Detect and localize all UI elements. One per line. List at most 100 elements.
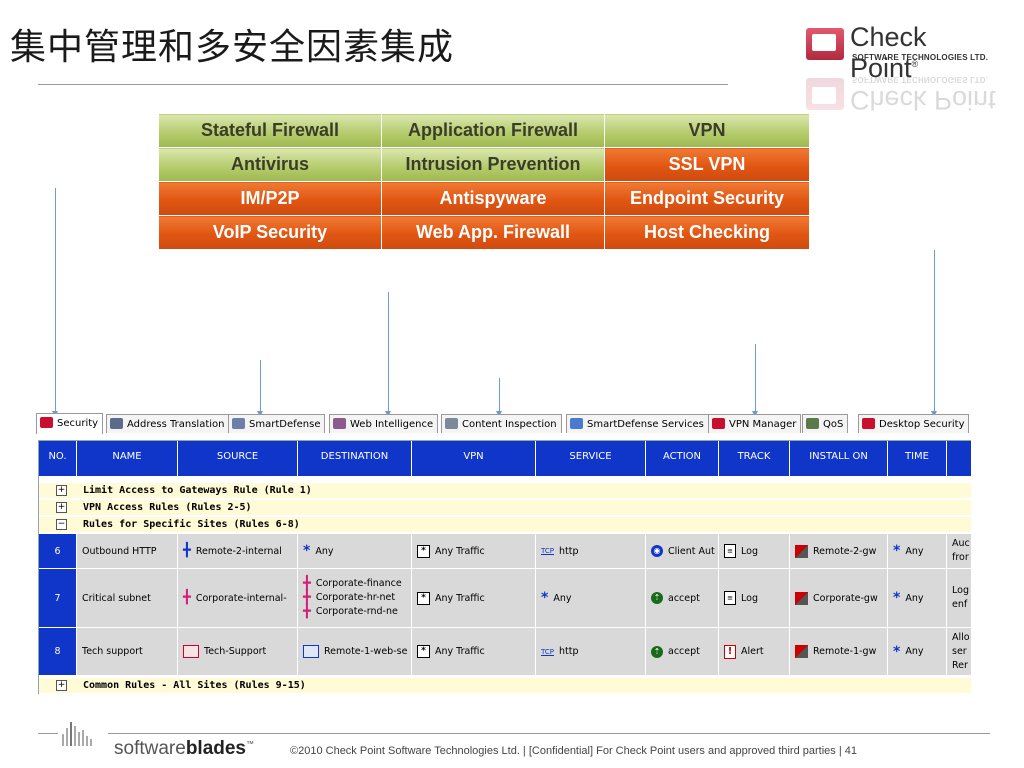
- rule-action[interactable]: ⇡accept: [646, 628, 719, 676]
- column-header[interactable]: TIME: [888, 441, 947, 476]
- rule-track[interactable]: !Alert: [719, 628, 790, 676]
- rule-destination[interactable]: ╋Corporate-finance ╋Corporate-hr-net ╋Co…: [298, 569, 412, 628]
- tab-vpn-manager[interactable]: VPN Manager: [708, 414, 802, 433]
- rule-row-8[interactable]: 8 Tech support Tech-Support Remote-1-web…: [39, 628, 971, 676]
- rule-time[interactable]: *Any: [888, 534, 947, 569]
- rule-time[interactable]: *Any: [888, 628, 947, 676]
- column-header[interactable]: [947, 441, 971, 476]
- tab-label: Security: [57, 418, 99, 429]
- rule-destination[interactable]: Remote-1-web-se: [298, 628, 412, 676]
- software-blades-logo-icon: [60, 722, 100, 746]
- rule-row-7[interactable]: 7 Critical subnet ╋Corporate-internal- ╋…: [39, 569, 971, 628]
- blade-cell: Intrusion Prevention: [381, 147, 605, 182]
- accept-icon: ⇡: [651, 592, 663, 604]
- logo-subtitle: SOFTWARE TECHNOLOGIES LTD.: [852, 53, 989, 62]
- group-row-gateways[interactable]: + Limit Access to Gateways Rule (Rule 1): [39, 483, 971, 498]
- check-point-logo: Check Point® SOFTWARE TECHNOLOGIES LTD. …: [806, 22, 1002, 115]
- column-header[interactable]: TRACK: [719, 441, 790, 476]
- rule-action[interactable]: ◉Client Aut: [646, 534, 719, 569]
- rule-name[interactable]: Outbound HTTP: [77, 534, 178, 569]
- shield-icon: [570, 418, 583, 429]
- logo-name: Check Point: [850, 22, 927, 83]
- vpn-lock-icon: [712, 418, 725, 429]
- footer-divider: [38, 733, 58, 734]
- blade-cell: IM/P2P: [158, 181, 382, 216]
- blade-cell: VoIP Security: [158, 215, 382, 250]
- rule-source[interactable]: ╋Corporate-internal-: [178, 569, 298, 628]
- rule-name[interactable]: Critical subnet: [77, 569, 178, 628]
- rule-number: 7: [39, 569, 77, 628]
- rule-install-on[interactable]: Corporate-gw: [790, 569, 888, 628]
- tab-qos[interactable]: QoS: [802, 414, 849, 433]
- rule-row-6[interactable]: 6 Outbound HTTP ╋Remote-2-internal *Any …: [39, 534, 971, 569]
- tab-security[interactable]: Security: [36, 413, 104, 434]
- footer-divider: [108, 733, 990, 734]
- column-header[interactable]: SERVICE: [536, 441, 646, 476]
- rule-vpn[interactable]: *Any Traffic: [412, 628, 536, 676]
- column-header[interactable]: NO.: [39, 441, 77, 476]
- smartdefense-icon: [232, 418, 245, 429]
- tab-label: Desktop Security: [879, 419, 965, 430]
- alert-icon: !: [724, 644, 736, 659]
- host-icon: [303, 645, 319, 658]
- tab-label: VPN Manager: [729, 419, 797, 430]
- rule-track[interactable]: ≡Log: [719, 534, 790, 569]
- rule-source[interactable]: Tech-Support: [178, 628, 298, 676]
- expand-toggle-icon[interactable]: +: [56, 485, 67, 496]
- tab-web-intelligence[interactable]: Web Intelligence: [329, 414, 439, 433]
- tab-address-translation[interactable]: Address Translation: [106, 414, 230, 433]
- connector-arrow: [257, 360, 263, 417]
- tab-smartdefense-services[interactable]: SmartDefense Services: [566, 414, 709, 433]
- column-header[interactable]: ACTION: [646, 441, 719, 476]
- rule-number: 6: [39, 534, 77, 569]
- connector-arrow: [52, 188, 58, 417]
- logo-mark-icon: [806, 28, 844, 60]
- tab-label: QoS: [823, 419, 844, 430]
- connector-arrow: [752, 344, 758, 417]
- rule-install-on[interactable]: Remote-2-gw: [790, 534, 888, 569]
- column-header[interactable]: NAME: [77, 441, 178, 476]
- rule-time[interactable]: *Any: [888, 569, 947, 628]
- tab-label: Web Intelligence: [350, 419, 434, 430]
- group-row-common[interactable]: + Common Rules - All Sites (Rules 9-15): [39, 678, 971, 693]
- tcp-service-icon: TCP: [541, 647, 554, 656]
- content-inspection-icon: [445, 418, 458, 429]
- rule-service[interactable]: *Any: [536, 569, 646, 628]
- firewall-icon: [40, 417, 53, 428]
- any-traffic-icon: *: [417, 544, 430, 558]
- tab-content-inspection[interactable]: Content Inspection: [441, 414, 562, 433]
- column-header[interactable]: INSTALL ON: [790, 441, 888, 476]
- expand-toggle-icon[interactable]: +: [56, 680, 67, 691]
- group-row-specific-sites[interactable]: − Rules for Specific Sites (Rules 6-8): [39, 517, 971, 532]
- column-header[interactable]: DESTINATION: [298, 441, 412, 476]
- slide-title: 集中管理和多安全因素集成: [10, 27, 455, 68]
- column-header[interactable]: SOURCE: [178, 441, 298, 476]
- tcp-service-icon: TCP: [541, 547, 554, 555]
- collapse-toggle-icon[interactable]: −: [56, 519, 67, 530]
- rule-destination[interactable]: *Any: [298, 534, 412, 569]
- client-auth-icon: ◉: [651, 545, 663, 557]
- tab-desktop-security[interactable]: Desktop Security: [858, 414, 970, 433]
- column-header[interactable]: VPN: [412, 441, 536, 476]
- rule-install-on[interactable]: Remote-1-gw: [790, 628, 888, 676]
- expand-toggle-icon[interactable]: +: [56, 502, 67, 513]
- rule-track[interactable]: ≡Log: [719, 569, 790, 628]
- network-icon: ╋: [183, 590, 191, 605]
- group-label: Common Rules - All Sites (Rules 9-15): [83, 680, 306, 691]
- rule-vpn[interactable]: *Any Traffic: [412, 569, 536, 628]
- rule-vpn[interactable]: *Any Traffic: [412, 534, 536, 569]
- blade-cell: Stateful Firewall: [158, 113, 382, 148]
- rule-action[interactable]: ⇡accept: [646, 569, 719, 628]
- rule-name[interactable]: Tech support: [77, 628, 178, 676]
- tab-smartdefense[interactable]: SmartDefense: [228, 414, 326, 433]
- group-row-vpn-access[interactable]: + VPN Access Rules (Rules 2-5): [39, 500, 971, 515]
- rule-source[interactable]: ╋Remote-2-internal: [178, 534, 298, 569]
